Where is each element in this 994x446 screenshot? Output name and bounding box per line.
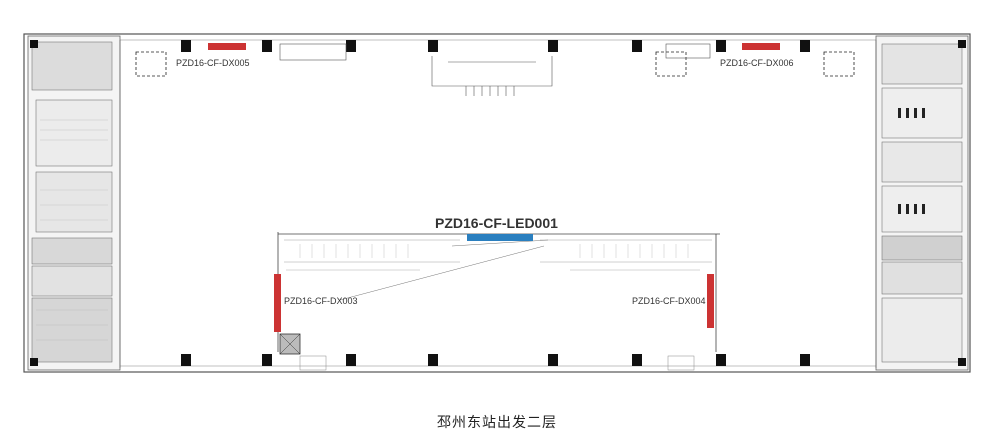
plan-caption: 邳州东站出发二层 — [437, 415, 557, 431]
right-service-block — [875, 35, 969, 371]
top-entrance — [279, 43, 711, 96]
screen-dx005-marker[interactable] — [208, 43, 246, 50]
main-led-label: PZD16-CF-LED001 — [435, 215, 558, 231]
bottom-detail — [299, 355, 695, 371]
building-outline — [23, 33, 971, 373]
screen-led001-marker[interactable] — [467, 234, 533, 241]
screen-dx003-label: PZD16-CF-DX003 — [284, 296, 358, 306]
screen-dx004-marker[interactable] — [707, 274, 714, 328]
screen-dx006-label: PZD16-CF-DX006 — [720, 58, 794, 68]
screen-dx003-marker[interactable] — [274, 274, 281, 332]
dashed-rooms — [135, 51, 855, 77]
screen-dx005-label: PZD16-CF-DX005 — [176, 58, 250, 68]
elevator — [279, 333, 301, 355]
screen-dx004-label: PZD16-CF-DX004 — [632, 296, 706, 306]
columns — [30, 40, 966, 366]
left-service-block — [27, 35, 121, 371]
screen-dx006-marker[interactable] — [742, 43, 780, 50]
central-void — [277, 232, 720, 352]
